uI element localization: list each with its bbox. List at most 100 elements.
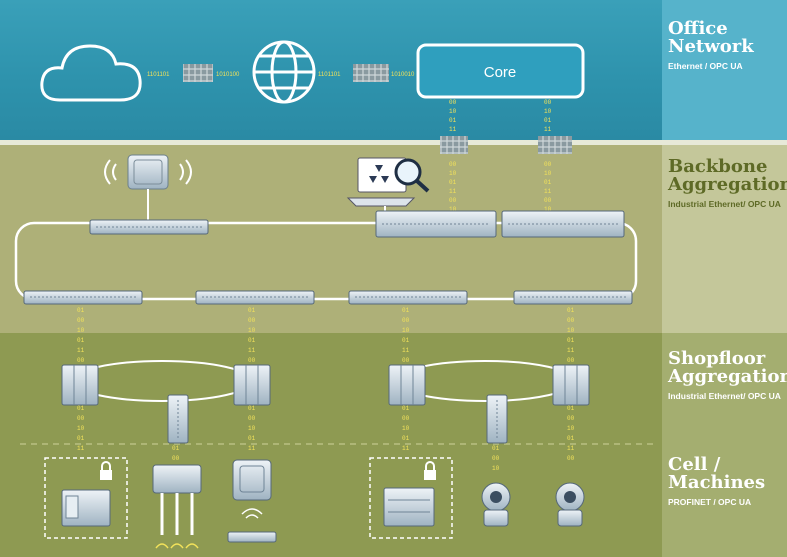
svg-text:10: 10 — [449, 170, 457, 177]
switch-icon — [167, 394, 189, 444]
svg-text:01: 01 — [544, 179, 552, 186]
svg-text:11: 11 — [248, 347, 256, 354]
svg-text:01: 01 — [567, 405, 575, 412]
svg-text:10: 10 — [544, 206, 552, 213]
io-module-icon — [152, 464, 202, 549]
svg-text:01: 01 — [402, 337, 410, 344]
svg-text:00: 00 — [402, 357, 410, 364]
svg-text:01: 01 — [248, 307, 256, 314]
svg-text:00: 00 — [77, 317, 85, 324]
plc-icon — [61, 364, 99, 406]
downlink-1: 01 00 10 01 11 00 — [77, 307, 85, 364]
svg-text:10: 10 — [449, 206, 457, 213]
plc-icon — [233, 364, 271, 406]
switch-icon — [501, 210, 625, 238]
svg-text:01: 01 — [248, 337, 256, 344]
switch-icon — [375, 210, 497, 238]
svg-text:11: 11 — [402, 347, 410, 354]
svg-text:10: 10 — [449, 108, 457, 115]
svg-text:00: 00 — [544, 99, 552, 106]
shopfloor-title-2: Aggregation — [668, 366, 787, 387]
plc-icon — [383, 487, 435, 527]
lock-icon — [424, 461, 436, 480]
cell-subtitle: PROFINET / OPC UA — [668, 497, 752, 507]
svg-text:01: 01 — [248, 435, 256, 442]
laptop-analytics-icon — [346, 157, 430, 216]
bitstream-4: 1010010 — [391, 72, 415, 78]
globe-icon — [252, 40, 316, 104]
svg-text:01: 01 — [77, 337, 85, 344]
firewall-icon — [353, 64, 389, 82]
svg-text:00: 00 — [77, 415, 85, 422]
svg-text:00: 00 — [77, 357, 85, 364]
cloud-icon — [40, 44, 142, 102]
shopfloor-title-1: Shopfloor — [668, 348, 766, 369]
switch-icon — [89, 219, 209, 235]
svg-text:01: 01 — [544, 117, 552, 124]
core-box — [416, 43, 585, 99]
svg-text:01: 01 — [567, 435, 575, 442]
svg-text:10: 10 — [567, 327, 575, 334]
svg-text:01: 01 — [402, 307, 410, 314]
downlink-3: 01 00 10 01 11 00 — [402, 307, 410, 364]
svg-text:00: 00 — [449, 197, 457, 204]
office-title-1: Office — [668, 18, 728, 39]
svg-text:00: 00 — [567, 455, 575, 462]
svg-text:01: 01 — [172, 445, 180, 452]
svg-text:01: 01 — [492, 445, 500, 452]
office-subtitle: Ethernet / OPC UA — [668, 61, 743, 71]
shopfloor-ring-left — [71, 360, 253, 402]
svg-text:01: 01 — [77, 307, 85, 314]
cell-link-5: 01 00 10 01 11 00 — [567, 405, 575, 462]
svg-text:10: 10 — [77, 327, 85, 334]
svg-text:11: 11 — [544, 188, 552, 195]
svg-text:11: 11 — [567, 445, 575, 452]
svg-text:00: 00 — [567, 415, 575, 422]
svg-text:01: 01 — [248, 405, 256, 412]
lock-icon — [100, 461, 112, 480]
svg-text:00: 00 — [567, 317, 575, 324]
svg-text:00: 00 — [248, 415, 256, 422]
svg-text:01: 01 — [77, 405, 85, 412]
svg-text:11: 11 — [402, 445, 410, 452]
backbone-label: Backbone Aggregation Industrial Ethernet… — [668, 158, 787, 210]
shopfloor-label: Shopfloor Aggregation Industrial Etherne… — [668, 350, 787, 402]
svg-text:01: 01 — [567, 337, 575, 344]
svg-text:00: 00 — [449, 161, 457, 168]
backbone-title-2: Aggregation — [668, 174, 787, 195]
band-divider — [0, 140, 787, 145]
motor-icon — [555, 482, 585, 527]
svg-text:00: 00 — [544, 161, 552, 168]
svg-text:00: 00 — [544, 197, 552, 204]
shopfloor-subtitle: Industrial Ethernet/ OPC UA — [668, 391, 781, 401]
svg-text:00: 00 — [449, 99, 457, 106]
svg-text:10: 10 — [248, 327, 256, 334]
firewall-icon — [440, 136, 468, 154]
svg-text:01: 01 — [449, 179, 457, 186]
svg-text:10: 10 — [567, 425, 575, 432]
backbone-label-panel — [662, 145, 787, 333]
switch-icon — [195, 290, 315, 305]
svg-text:00: 00 — [492, 455, 500, 462]
svg-text:11: 11 — [248, 445, 256, 452]
svg-text:00: 00 — [402, 317, 410, 324]
svg-text:11: 11 — [449, 188, 457, 195]
cell-machines-label: Cell / Machines PROFINET / OPC UA — [668, 456, 786, 508]
svg-text:00: 00 — [402, 415, 410, 422]
backbone-ring — [14, 221, 638, 301]
office-network-label: Office Network Ethernet / OPC UA — [668, 20, 786, 72]
downlink-bits: 01 00 10 01 11 00 01 00 10 01 11 00 01 00 10 01 11 00 0… — [77, 307, 575, 472]
svg-text:10: 10 — [77, 425, 85, 432]
core-label: Core — [484, 64, 517, 81]
switch-icon — [486, 394, 508, 444]
svg-text:10: 10 — [402, 327, 410, 334]
svg-text:11: 11 — [77, 347, 85, 354]
bitstream-1: 1101101 — [147, 72, 170, 78]
